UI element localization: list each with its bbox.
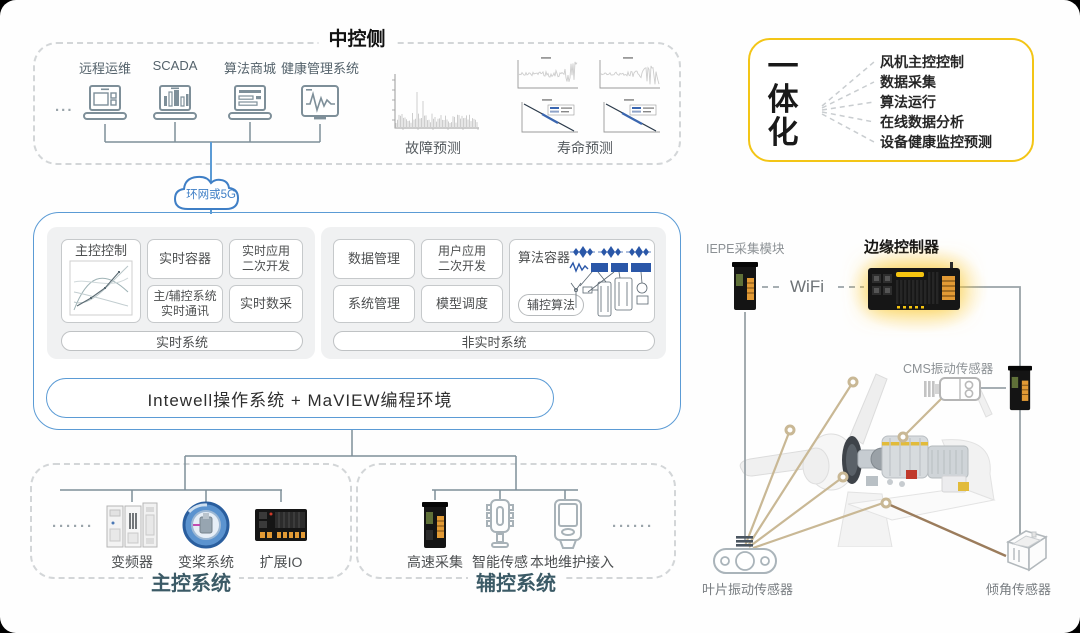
model-sched-box: 模型调度 — [421, 285, 503, 323]
main-control-label: 主控控制 — [74, 243, 127, 258]
realtime-footer: 实时系统 — [61, 331, 303, 351]
integration-title-char: 体 — [767, 82, 799, 117]
user-app-dev-line2: 二次开发 — [437, 259, 486, 273]
main-system-title: 主控系统 — [143, 567, 239, 596]
aux-system-item-label: 高速采集 — [407, 554, 463, 570]
life-waveform-chart-2 — [599, 57, 660, 89]
pitch-system-icon — [182, 501, 230, 549]
integration-title-char: 化 — [767, 115, 799, 150]
user-app-dev-box: 用户应用 二次开发 — [421, 239, 503, 279]
sys-mgmt-box: 系统管理 — [333, 285, 415, 323]
model-sched-label: 模型调度 — [435, 296, 488, 311]
aux-system-ellipsis: ······ — [612, 518, 654, 535]
nonrealtime-footer-label: 非实时系统 — [461, 334, 527, 350]
algo-container-box: 算法容器 辅控算法 — [509, 239, 655, 323]
data-mgmt-box: 数据管理 — [333, 239, 415, 279]
tilt-sensor-icon — [1006, 530, 1048, 572]
main-system-item-label: 扩展IO — [259, 554, 303, 570]
wifi-label: WiFi — [790, 277, 824, 296]
cms-vibration-sensor-icon — [924, 377, 981, 401]
rt-app-dev-line1: 实时应用 — [241, 244, 290, 258]
laptop-remote-ops-icon — [83, 85, 127, 120]
smart-sensor-icon — [486, 499, 514, 548]
user-app-dev-line1: 用户应用 — [437, 244, 486, 258]
aux-system-title: 辅控系统 — [468, 567, 564, 596]
integration-box — [748, 38, 1034, 162]
blade-vibration-sensor-icon — [713, 536, 777, 574]
fault-prediction-label: 故障预测 — [405, 140, 461, 156]
laptop-algorithm-store-icon — [228, 85, 272, 120]
rt-container-label: 实时容器 — [158, 251, 211, 266]
app-label-remote-ops: 远程运维 — [78, 61, 132, 76]
main-system-item-label: 变桨系统 — [178, 554, 234, 570]
integration-item: 风机主控控制 — [880, 54, 964, 70]
edge-controller-label: 边缘控制器 — [864, 239, 940, 256]
rt-container-box: 实时容器 — [147, 239, 223, 279]
algo-container-graphic — [569, 246, 651, 317]
rt-daq-label: 实时数采 — [239, 296, 292, 311]
aux-system-item-label: 本地维护接入 — [530, 554, 614, 570]
fault-prediction-chart — [392, 74, 479, 130]
rt-app-dev-box: 实时应用 二次开发 — [229, 239, 303, 279]
rt-comm-line1: 主/辅控系统 — [153, 289, 217, 303]
realtime-footer-label: 实时系统 — [155, 334, 208, 350]
integration-title-char: 一 — [767, 49, 799, 84]
aux-algo-pill: 辅控算法 — [518, 294, 584, 316]
central-ellipsis: ... — [55, 98, 74, 115]
aux-system-item-label: 智能传感 — [472, 554, 528, 570]
local-maintenance-icon — [554, 499, 582, 549]
laptop-scada-icon — [153, 85, 197, 120]
main-system-ellipsis: ······ — [52, 518, 94, 535]
power-curves-chart — [69, 260, 133, 316]
life-trend-chart-1 — [521, 99, 578, 133]
algo-container-label: 算法容器 — [518, 250, 571, 265]
rt-comm-line2: 实时通讯 — [160, 304, 209, 318]
cloud-label: 环网或5G — [186, 188, 236, 201]
blade-sensor-label: 叶片振动传感器 — [702, 582, 794, 597]
expansion-io-icon — [255, 509, 307, 541]
app-label-health-mgmt: 健康管理系统 — [280, 61, 360, 76]
main-control-box: 主控控制 — [61, 239, 141, 323]
integration-title: 一 体 化 — [766, 50, 800, 149]
life-waveform-chart-1 — [517, 57, 578, 89]
cms-acquisition-module-icon — [1008, 365, 1032, 411]
network-cloud-icon: 环网或5G — [173, 175, 240, 210]
sys-mgmt-label: 系统管理 — [347, 296, 400, 311]
integration-item: 设备健康监控预测 — [880, 134, 992, 150]
monitor-health-icon — [301, 85, 339, 120]
os-bar: Intewell操作系统 + MaVIEW编程环境 — [46, 378, 554, 418]
app-label-algo-store: 算法商城 — [223, 61, 277, 76]
life-trend-chart-2 — [603, 99, 660, 133]
rt-comm-box: 主/辅控系统 实时通讯 — [147, 285, 223, 323]
integration-item: 数据采集 — [880, 74, 936, 90]
iepe-module-label: IEPE采集模块 — [706, 242, 785, 256]
data-mgmt-label: 数据管理 — [347, 251, 400, 266]
converter-cabinet-icon — [106, 502, 158, 548]
app-label-scada: SCADA — [152, 58, 198, 73]
main-system-item-label: 变频器 — [111, 554, 153, 570]
iepe-module-icon — [732, 262, 758, 310]
nonrealtime-footer: 非实时系统 — [333, 331, 655, 351]
rt-app-dev-line2: 二次开发 — [241, 259, 290, 273]
central-control-title: 中控侧 — [318, 24, 396, 51]
edge-controller-icon — [868, 262, 960, 310]
integration-item: 在线数据分析 — [880, 114, 964, 130]
tilt-sensor-label: 倾角传感器 — [986, 582, 1052, 597]
highspeed-daq-icon — [422, 502, 448, 548]
life-prediction-label: 寿命预测 — [557, 140, 613, 156]
rt-daq-box: 实时数采 — [229, 285, 303, 323]
integration-item: 算法运行 — [880, 94, 936, 110]
os-bar-label: Intewell操作系统 + MaVIEW编程环境 — [147, 390, 453, 410]
